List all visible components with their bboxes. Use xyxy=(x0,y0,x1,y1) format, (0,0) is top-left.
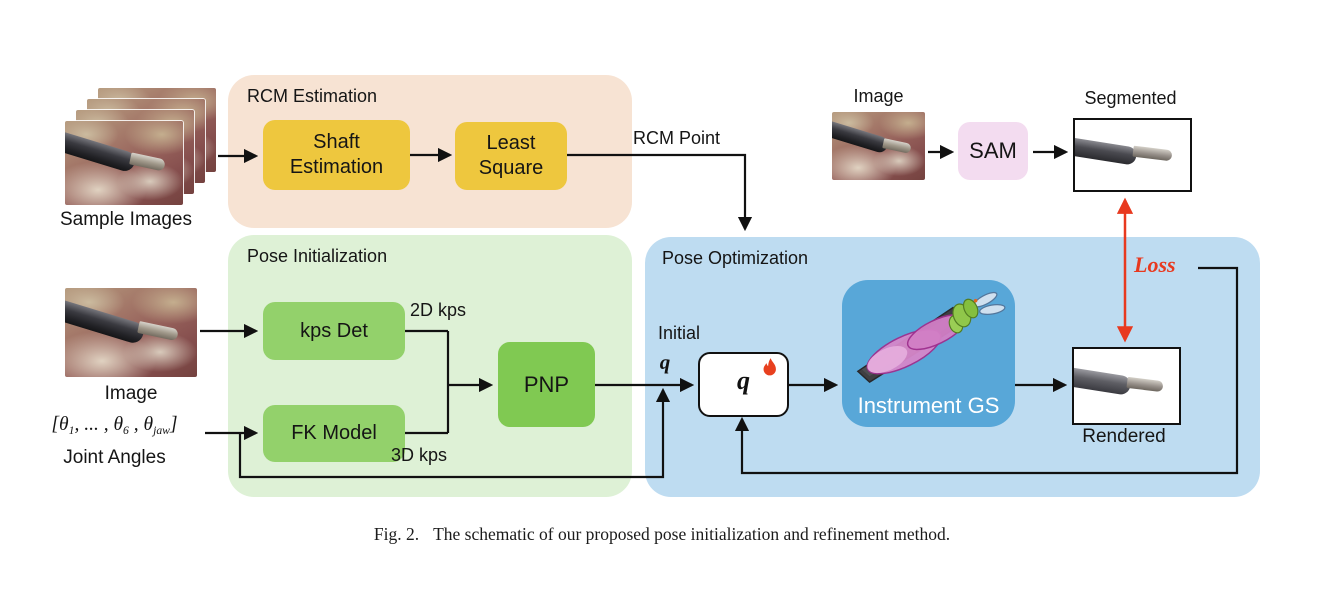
pose-opt-panel-title: Pose Optimization xyxy=(662,248,809,268)
shaft-estimation-box: Shaft Estimation xyxy=(263,120,410,190)
kps-3d-label: 3D kps xyxy=(391,445,448,465)
joint-angles-formula: [θ1, ... , θ6 , θjaw] xyxy=(22,414,207,437)
q-symbol: q xyxy=(737,366,750,395)
formula-sub-6: 6 xyxy=(123,424,129,438)
rendered-tip-graphic xyxy=(1125,376,1163,392)
formula-part: , ... , θ xyxy=(74,414,124,435)
formula-part: [θ xyxy=(51,414,69,435)
kps-2d-label: 2D kps xyxy=(410,300,467,320)
instrument-shaft-graphic xyxy=(832,119,890,155)
formula-part: , θ xyxy=(128,414,154,435)
caption-text: The schematic of our proposed pose initi… xyxy=(433,524,951,544)
gaussian-instrument-illustration xyxy=(856,291,1006,384)
figure-caption: Fig. 2. The schematic of our proposed pos… xyxy=(0,524,1324,545)
fk-model-box: FK Model xyxy=(263,405,405,462)
instrument-tip-graphic xyxy=(136,321,179,342)
caption-prefix: Fig. 2. xyxy=(373,524,420,544)
joint-angles-label: Joint Angles xyxy=(63,447,166,468)
initial-label: Initial xyxy=(657,323,701,343)
formula-sub-1: 1 xyxy=(68,424,75,438)
rendered-instrument-graphic xyxy=(1074,366,1132,396)
formula-sub-jaw: jaw xyxy=(153,424,170,438)
initial-q-symbol: q xyxy=(659,350,671,374)
sample-image-1 xyxy=(65,121,183,205)
segmented-tip-graphic xyxy=(1132,145,1173,161)
flame-icon xyxy=(763,358,776,376)
sample-images-label: Sample Images xyxy=(59,209,192,230)
sam-box: SAM xyxy=(958,122,1028,180)
pnp-box: PNP xyxy=(498,342,595,427)
instrument-shaft-graphic xyxy=(65,297,146,346)
instrument-tip-graphic xyxy=(129,152,167,172)
input-image-label: Image xyxy=(104,383,158,404)
sam-image-label: Image xyxy=(853,86,904,106)
pose-init-panel-title: Pose Initialization xyxy=(247,246,388,266)
rendered-image xyxy=(1072,347,1181,425)
input-image xyxy=(65,288,197,377)
rendered-label: Rendered xyxy=(1082,426,1166,447)
instrument-gs-box: Instrument GS xyxy=(842,280,1015,427)
q-parameter-box: q xyxy=(698,352,789,417)
segmented-image xyxy=(1073,118,1192,192)
kps-det-box: kps Det xyxy=(263,302,405,360)
loss-label: Loss xyxy=(1134,252,1176,277)
instrument-shaft-graphic xyxy=(65,129,138,174)
segmented-instrument-graphic xyxy=(1075,136,1138,166)
rcm-panel-title: RCM Estimation xyxy=(247,86,378,106)
segmented-label: Segmented xyxy=(1084,88,1177,108)
least-square-box: Least Square xyxy=(455,122,567,190)
formula-part: ] xyxy=(169,414,178,435)
instrument-gs-label: Instrument GS xyxy=(857,393,1000,418)
endoscope-image xyxy=(832,112,925,180)
rcm-point-label: RCM Point xyxy=(633,128,721,148)
instrument-tip-graphic xyxy=(882,137,912,153)
